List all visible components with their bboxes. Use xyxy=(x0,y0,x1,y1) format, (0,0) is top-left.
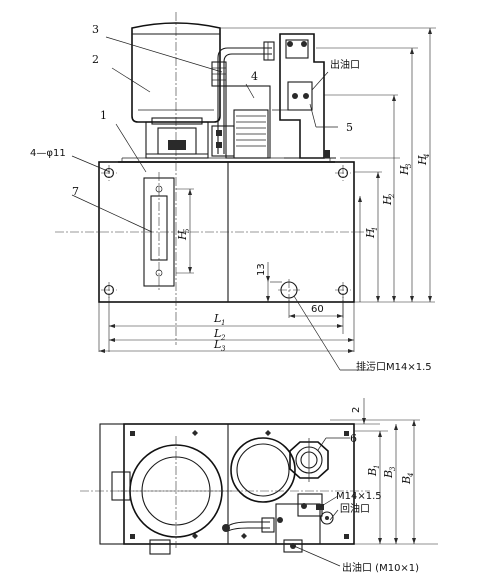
dim-60 xyxy=(288,300,344,318)
mounting-hole-bl xyxy=(101,282,117,298)
label-drain-outlet: 排污口M14×1.5 xyxy=(356,360,432,373)
dim-H1 xyxy=(358,196,362,302)
label-holes: 4—φ11 xyxy=(30,148,66,159)
electric-motor xyxy=(131,22,221,123)
svg-text:L: L xyxy=(213,312,221,325)
dim-L xyxy=(98,295,355,353)
motor-mount xyxy=(145,117,209,159)
label-part-5: 5 xyxy=(346,121,353,134)
svg-text:B: B xyxy=(382,470,395,479)
label-return-port: 回油口 xyxy=(340,502,370,515)
dim-text-B3: B 3 xyxy=(382,466,397,479)
svg-text:B: B xyxy=(400,476,413,485)
svg-text:1: 1 xyxy=(373,465,381,469)
plan-filler-cap xyxy=(289,438,329,482)
dim-text-L3: L 3 xyxy=(213,338,226,353)
drain-plug xyxy=(278,279,300,301)
dim-2 xyxy=(354,398,380,425)
svg-text:H: H xyxy=(398,165,411,176)
plan-pump xyxy=(230,437,296,503)
plan-pipe xyxy=(222,517,275,533)
dim-text-H1: H 1 xyxy=(364,227,379,239)
label-part-3: 3 xyxy=(92,23,99,36)
valve-bracket xyxy=(272,33,336,159)
label-return-thread: M14×1.5 xyxy=(336,491,382,502)
svg-text:4: 4 xyxy=(407,473,415,478)
plan-hole-br xyxy=(344,534,349,539)
dim-text-2: 2 xyxy=(351,407,362,413)
svg-text:1: 1 xyxy=(221,319,225,327)
front-view xyxy=(55,12,436,371)
dim-H xyxy=(220,27,436,303)
dim-text-60: 60 xyxy=(311,304,324,315)
mounting-hole-tr xyxy=(335,165,351,181)
svg-text:H: H xyxy=(381,195,394,206)
dim-text-13: 13 xyxy=(256,263,267,276)
label-part-2: 2 xyxy=(92,53,99,66)
label-part-1: 1 xyxy=(100,109,107,122)
svg-text:H: H xyxy=(176,230,189,241)
dim-text-H3: H 3 xyxy=(398,163,413,176)
label-oil-outlet-top: 出油口 xyxy=(330,58,360,71)
svg-text:H: H xyxy=(416,155,429,166)
oil-level-gauge xyxy=(143,172,175,292)
dim-text-B4: B 4 xyxy=(400,473,415,485)
mounting-hole-tl xyxy=(101,165,117,181)
dim-text-L2: L 2 xyxy=(213,327,226,342)
pump-unit xyxy=(211,85,271,159)
dim-text-H5: H 5 xyxy=(176,228,191,241)
plan-view xyxy=(80,398,438,567)
dim-text-H2: H 2 xyxy=(381,193,396,206)
svg-text:1: 1 xyxy=(371,227,379,231)
label-part-6: 6 xyxy=(350,432,357,445)
dim-text-L1: L 1 xyxy=(213,312,225,327)
mounting-hole-br xyxy=(335,282,351,298)
svg-text:3: 3 xyxy=(221,345,226,353)
dim-text-B1: B 1 xyxy=(366,465,381,477)
dim-H5 xyxy=(176,188,194,274)
svg-text:3: 3 xyxy=(405,163,413,168)
dim-13 xyxy=(266,262,282,302)
label-part-7: 7 xyxy=(72,185,79,198)
svg-text:L: L xyxy=(213,338,221,351)
svg-text:2: 2 xyxy=(388,193,396,199)
svg-text:H: H xyxy=(364,228,377,239)
label-part-4: 4 xyxy=(251,70,258,83)
svg-text:B: B xyxy=(366,468,379,477)
svg-text:5: 5 xyxy=(183,228,191,233)
dim-text-H4: H 4 xyxy=(416,154,431,166)
oil-pipe xyxy=(211,41,275,154)
svg-text:L: L xyxy=(213,327,221,340)
svg-text:4: 4 xyxy=(423,154,431,159)
plan-hole-tr xyxy=(344,431,349,436)
dim-B xyxy=(330,419,438,545)
plan-hole-bl xyxy=(130,534,135,539)
svg-text:3: 3 xyxy=(389,466,397,471)
plan-hole-tl xyxy=(130,431,135,436)
label-oil-outlet-bottom: 出油口 (M10×1) xyxy=(342,561,419,573)
svg-text:2: 2 xyxy=(220,334,226,342)
